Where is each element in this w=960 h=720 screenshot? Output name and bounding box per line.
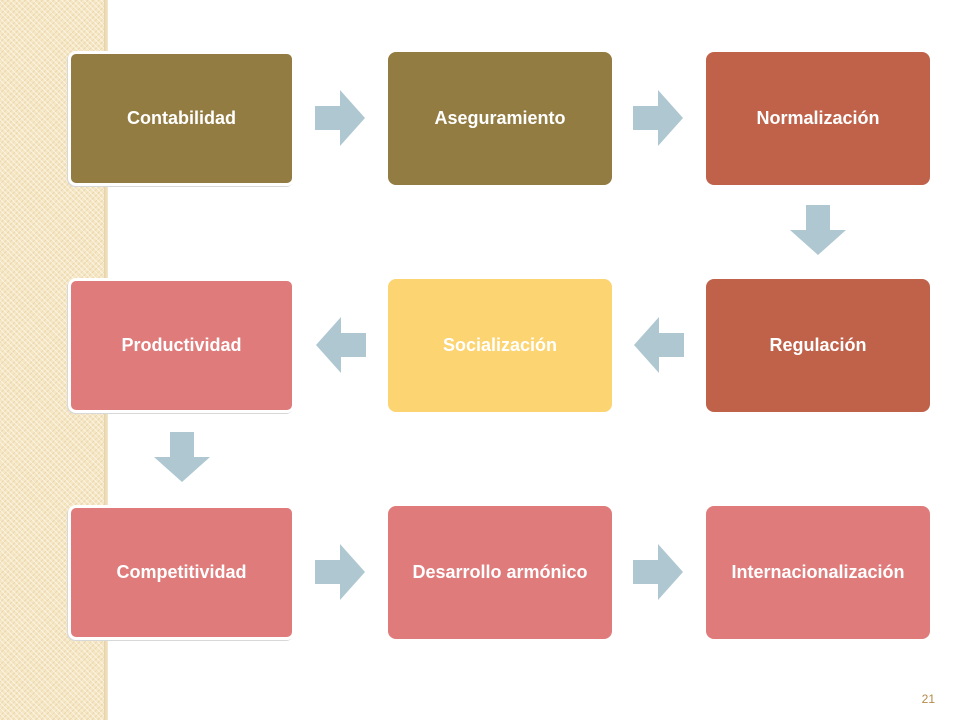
node-productividad: Productividad [68,278,295,413]
node-socializacion: Socialización [388,279,612,412]
node-internacionalizacion: Internacionalización [706,506,930,639]
arrow-down-icon [790,205,846,255]
arrow-right-icon [315,544,365,600]
node-label: Socialización [442,335,558,355]
node-contabilidad: Contabilidad [68,51,295,186]
arrow-left-icon [634,317,684,373]
arrow-right-icon [315,90,365,146]
node-label: Desarrollo armónico [412,562,588,582]
page-number: 21 [921,692,935,706]
node-label: Contabilidad [127,108,236,128]
node-label: Competitividad [116,562,247,582]
arrow-left-icon [316,317,366,373]
node-label: Regulación [769,335,867,355]
arrow-right-icon [633,90,683,146]
node-normalizacion: Normalización [706,52,930,185]
node-label: Aseguramiento [434,108,566,128]
arrow-right-icon [633,544,683,600]
node-desarrollo-armonico: Desarrollo armónico [388,506,612,639]
arrow-down-icon [154,432,210,482]
node-competitividad: Competitividad [68,505,295,640]
node-regulacion: Regulación [706,279,930,412]
node-aseguramiento: Aseguramiento [388,52,612,185]
node-label: Productividad [121,335,242,355]
node-label: Normalización [756,108,880,128]
node-label: Internacionalización [731,562,905,582]
